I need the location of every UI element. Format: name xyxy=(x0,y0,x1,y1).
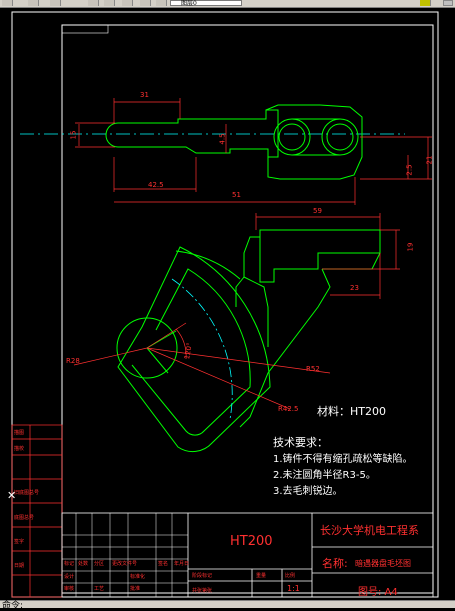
drawing-canvas[interactable]: 31 15 4.5 42.5 51 2.5 21 59 19 23 R28 12… xyxy=(0,7,455,600)
color-square-icon[interactable] xyxy=(420,0,431,6)
inner-frame xyxy=(61,24,434,594)
dim-42-5: 42.5 xyxy=(148,181,164,189)
tb-label-mark: 标记 xyxy=(64,561,75,567)
strip-label-old-base: 旧底图总号 xyxy=(14,490,40,496)
strip-label-date: 日期 xyxy=(14,563,25,569)
toolbar: 图层0 xyxy=(0,0,455,8)
tb-label-change-doc: 更改文件号 xyxy=(112,561,138,567)
dim-4-5: 4.5 xyxy=(218,133,227,145)
corner-box xyxy=(61,24,109,34)
tb-label-sheets: 共张第张 xyxy=(192,588,213,594)
school-name: 长沙大学机电工程系 xyxy=(320,524,419,537)
top-view-part xyxy=(105,104,363,180)
front-view-dims xyxy=(73,213,400,410)
tb-label-stage: 阶段标记 xyxy=(192,573,213,579)
strip-label-base: 底图总号 xyxy=(14,515,35,521)
dim-r52: R52 xyxy=(306,365,320,373)
tech-req-item-2: 2.未注圆角半径R3-5。 xyxy=(273,470,376,481)
title-block-grid xyxy=(62,513,188,597)
sun-icon[interactable] xyxy=(156,0,167,6)
layer-dropdown[interactable]: 图层0 xyxy=(170,0,242,7)
tech-req-title: 技术要求： xyxy=(273,436,328,449)
dim-15: 15 xyxy=(69,130,78,140)
tech-req-item-3: 3.去毛刺锐边。 xyxy=(273,486,343,497)
tech-req-item-1: 1.铸件不得有缩孔疏松等缺陷。 xyxy=(273,454,413,465)
material-note: 材料：HT200 xyxy=(317,405,386,418)
print-icon[interactable] xyxy=(50,0,61,6)
command-text: 命令: xyxy=(2,601,24,611)
close-icon[interactable] xyxy=(443,0,453,6)
tb-label-zone: 分区 xyxy=(94,561,105,567)
strip-label-trace: 描图 xyxy=(14,430,25,436)
open-icon[interactable] xyxy=(2,0,13,6)
dim-r42-5: R42.5 xyxy=(278,405,299,413)
name-label: 名称: xyxy=(322,557,348,570)
dim-19: 19 xyxy=(406,242,415,252)
outer-frame xyxy=(11,11,439,598)
centerline-arc xyxy=(171,278,233,420)
front-view-part xyxy=(116,229,381,453)
strip-label-trace-check: 描校 xyxy=(14,446,25,452)
dim-r28: R28 xyxy=(66,357,80,365)
command-line[interactable]: 命令: xyxy=(0,600,455,611)
title-block-lines xyxy=(61,512,434,598)
tb-label-design: 设计 xyxy=(64,574,75,580)
cad-drawing xyxy=(11,11,439,598)
tb-label-process: 工艺 xyxy=(94,586,105,592)
tb-label-scale: 比例 xyxy=(285,573,296,579)
tb-label-review: 审核 xyxy=(64,586,75,592)
undo-icon[interactable] xyxy=(88,0,99,6)
part-name: 暗遇器盘毛坯图 xyxy=(355,559,411,568)
dim-21: 21 xyxy=(425,155,434,165)
scale-value: 1:1 xyxy=(287,584,300,593)
dim-51: 51 xyxy=(232,191,241,199)
redo-icon[interactable] xyxy=(104,0,115,6)
dim-31: 31 xyxy=(140,91,149,99)
crosshair-icon: ✕ xyxy=(7,489,17,502)
strip-label-sign: 签字 xyxy=(14,539,25,545)
tb-label-count: 处数 xyxy=(78,561,89,567)
tb-label-date: 年月日 xyxy=(174,561,190,567)
left-strip xyxy=(11,424,63,598)
dim-59: 59 xyxy=(313,207,322,215)
drawing-no: 图号: A4 xyxy=(358,587,398,598)
top-view-dims xyxy=(75,98,432,205)
dim-23: 23 xyxy=(350,284,359,292)
material-code: HT200 xyxy=(230,534,273,549)
tb-label-standard: 标准化 xyxy=(130,574,146,580)
bulb-icon[interactable] xyxy=(140,0,151,6)
layer-state-icon[interactable] xyxy=(122,0,133,6)
tb-label-sign: 签名 xyxy=(158,561,169,567)
dim-2-5: 2.5 xyxy=(405,164,414,176)
tb-label-approve: 批准 xyxy=(130,586,141,592)
tb-label-weight: 重量 xyxy=(256,573,267,579)
save-icon[interactable] xyxy=(28,0,39,6)
